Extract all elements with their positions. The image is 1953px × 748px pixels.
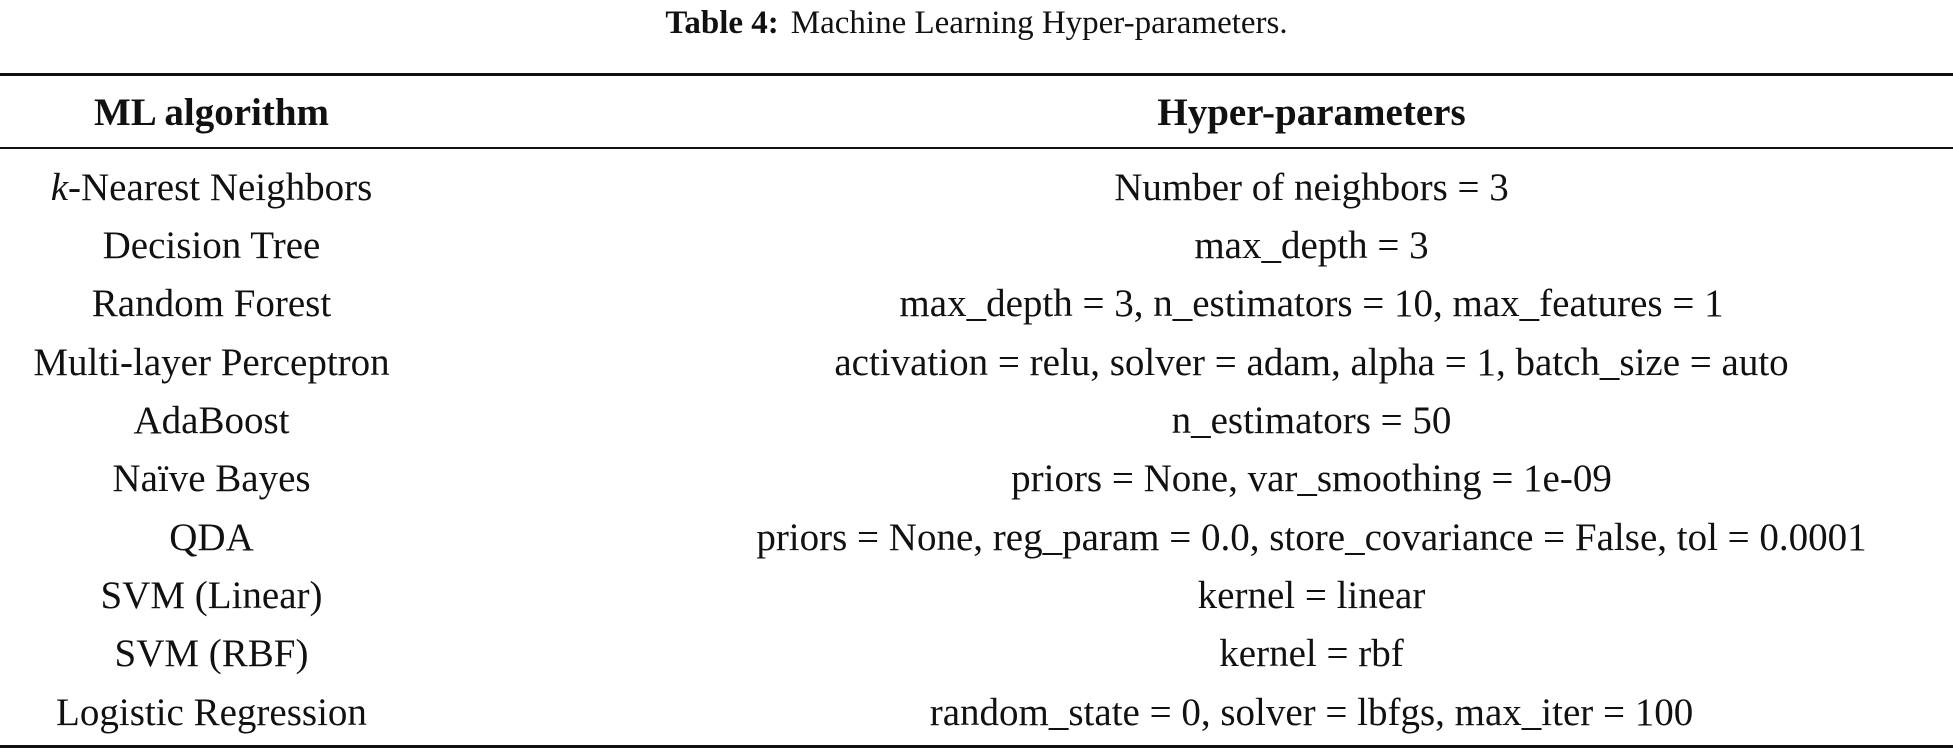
table-row: Random Forest max_depth = 3, n_estimator… [0,275,1953,333]
bottom-rule [0,745,1953,748]
header-rule [0,147,1953,149]
table-caption: Table 4: Machine Learning Hyper-parameter… [0,0,1953,46]
params-cell: n_estimators = 50 [1171,399,1452,442]
algorithm-name: -Nearest Neighbors [68,166,373,209]
table-row: SVM (Linear) kernel = linear [0,567,1953,625]
params-cell: kernel = rbf [1219,632,1404,675]
params-cell: priors = None, reg_param = 0.0, store_co… [756,516,1867,559]
algorithm-cell: Naïve Bayes [112,457,311,500]
table-header-row: ML algorithm Hyper-parameters [0,84,1953,142]
algorithm-cell: Logistic Regression [56,691,367,734]
caption-label: Table 4: [665,5,779,41]
table-row: QDA priors = None, reg_param = 0.0, stor… [0,509,1953,567]
table-row: k-Nearest Neighbors Number of neighbors … [0,159,1953,217]
table-row: SVM (RBF) kernel = rbf [0,625,1953,683]
table-row: Multi-layer Perceptron activation = relu… [0,334,1953,392]
table-row: Naïve Bayes priors = None, var_smoothing… [0,450,1953,508]
algorithm-cell: SVM (RBF) [114,632,309,675]
params-cell: max_depth = 3 [1194,224,1429,267]
algorithm-cell: SVM (Linear) [100,574,323,617]
algorithm-cell: Decision Tree [102,224,321,267]
table-row: AdaBoost n_estimators = 50 [0,392,1953,450]
algorithm-cell: AdaBoost [133,399,290,442]
algorithm-cell: Random Forest [91,282,332,325]
algorithm-cell: QDA [169,516,254,559]
header-hyper-parameters: Hyper-parameters [1157,91,1466,134]
header-ml-algorithm: ML algorithm [93,91,330,134]
params-cell: Number of neighbors = 3 [1114,166,1509,209]
algorithm-cell: k-Nearest Neighbors [0,159,423,217]
algorithm-k-prefix: k [50,166,68,209]
table-row: Decision Tree max_depth = 3 [0,217,1953,275]
params-cell: random_state = 0, solver = lbfgs, max_it… [929,691,1694,734]
params-cell: kernel = linear [1197,574,1426,617]
params-cell: activation = relu, solver = adam, alpha … [834,341,1789,384]
caption-text: Machine Learning Hyper-parameters. [790,5,1288,41]
top-rule [0,73,1953,76]
table-row: Logistic Regression random_state = 0, so… [0,684,1953,742]
params-cell: max_depth = 3, n_estimators = 10, max_fe… [899,282,1724,325]
params-cell: priors = None, var_smoothing = 1e-09 [1011,457,1612,500]
algorithm-cell: Multi-layer Perceptron [33,341,390,384]
